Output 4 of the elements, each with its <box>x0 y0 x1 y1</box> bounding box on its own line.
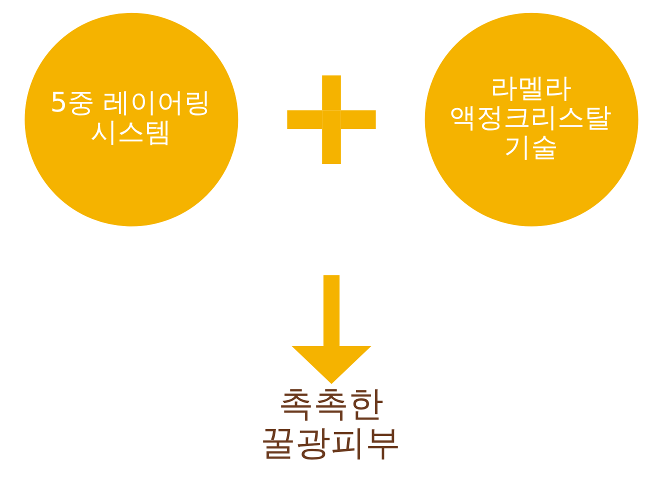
node-text: 촉촉한 꿀광피부 <box>260 384 400 464</box>
arrow <box>292 275 372 384</box>
node-circle: 라멜라 액정크리스탈 기술 <box>424 12 638 226</box>
node-circle: 5중 레이어링 시스템 <box>24 12 238 226</box>
